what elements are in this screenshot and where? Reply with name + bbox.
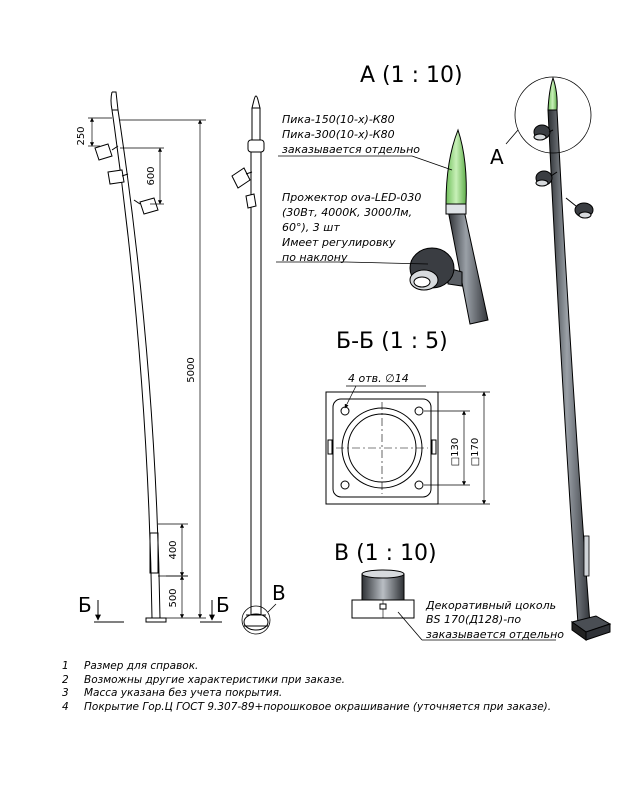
note-item: 1 Размер для справок. — [62, 660, 551, 674]
dim-holes — [344, 385, 426, 409]
detail-a-projector — [409, 247, 463, 291]
dim-250 — [88, 117, 112, 147]
note-text: Размер для справок. — [84, 660, 199, 672]
title-section-bb: Б-Б (1 : 5) — [336, 329, 448, 354]
detail-v-cokol — [351, 569, 415, 619]
iso-view-projector-3 — [565, 197, 594, 219]
note-number: 1 — [62, 660, 69, 672]
dim-600-text: 600 — [146, 166, 157, 185]
callout-projector-line-1: Прожектор ova-LED-030 — [282, 191, 421, 204]
iso-view-pole — [547, 76, 612, 641]
dim-130 — [424, 410, 470, 486]
front-view-projector-2 — [245, 193, 257, 209]
dim-130-text: □130 — [450, 438, 461, 467]
dim-600 — [120, 147, 164, 205]
section-bb-plate — [325, 391, 439, 505]
dim-250-text: 250 — [76, 126, 87, 145]
note-number: 3 — [62, 687, 69, 699]
callout-pika-line-2: Пика-300(10-х)-К80 — [282, 128, 395, 141]
marker-b-right: Б — [216, 593, 230, 617]
side-view-projector-2 — [107, 169, 129, 185]
callout-pika: Пика-150(10-х)-К80 Пика-300(10-х)-К80 за… — [278, 113, 453, 171]
dim-500 — [166, 575, 188, 619]
side-view-projector-3 — [133, 197, 159, 215]
callout-projector: Прожектор ova-LED-030 (30Вт, 4000К, 3000… — [276, 191, 429, 265]
dim-500-text: 500 — [168, 588, 179, 607]
callout-cokol-line-3: заказывается отдельно — [426, 628, 564, 641]
section-cut-line — [94, 600, 222, 623]
note-number: 4 — [62, 700, 69, 713]
note-item: 4 Покрытие Гор.Ц ГОСТ 9.307-89+порошковое… — [62, 701, 551, 715]
detail-a-leader — [505, 129, 519, 145]
dim-170 — [438, 391, 490, 505]
detail-a-pika — [445, 128, 467, 205]
front-view-pole — [243, 95, 269, 631]
iso-view-projector-2 — [535, 170, 558, 187]
detail-a-circle — [514, 76, 592, 154]
dim-170-text: □170 — [470, 438, 481, 467]
callout-cokol-line-1: Декоративный цоколь — [425, 599, 556, 612]
dim-400-text: 400 — [168, 540, 179, 559]
front-view-projector-1 — [231, 167, 253, 189]
notes-list: 1 Размер для справок. 2 Возможны другие ха… — [62, 660, 551, 714]
callout-projector-line-4: Имеет регулировку — [282, 236, 396, 249]
callout-projector-line-5: по наклону — [282, 251, 348, 264]
marker-a: А — [490, 145, 504, 169]
callout-pika-line-1: Пика-150(10-х)-К80 — [282, 113, 395, 126]
callout-cokol: Декоративный цоколь BS 170(Д128)-по зака… — [397, 599, 564, 641]
title-detail-a: А (1 : 10) — [360, 63, 463, 88]
detail-v-circle — [241, 605, 271, 635]
callout-cokol-line-2: BS 170(Д128)-по — [426, 613, 521, 626]
title-detail-v: В (1 : 10) — [334, 541, 437, 566]
marker-v: В — [272, 581, 286, 605]
dim-5000 — [120, 119, 206, 619]
iso-view-projector-1 — [533, 124, 554, 141]
dim-holes-text: 4 отв. ∅14 — [348, 372, 409, 385]
marker-b-left: Б — [78, 593, 92, 617]
note-number: 2 — [62, 673, 69, 686]
callout-pika-line-3: заказывается отдельно — [282, 143, 420, 156]
note-text: Масса указана без учета покрытия. — [84, 687, 283, 699]
detail-a-pole — [445, 203, 489, 325]
dim-5000-text: 5000 — [186, 357, 197, 382]
note-item: 3 Масса указана без учета покрытия. — [62, 687, 551, 701]
detail-v-leader — [267, 603, 277, 613]
side-view-projector-1 — [94, 143, 119, 161]
note-text: Возможны другие характеристики при заказ… — [84, 673, 346, 686]
callout-projector-line-2: (30Вт, 4000К, 3000Лм, — [282, 206, 412, 219]
note-text: Покрытие Гор.Ц ГОСТ 9.307-89+порошковое … — [84, 700, 552, 713]
note-item: 2 Возможны другие характеристики при зака… — [62, 674, 551, 688]
callout-projector-line-3: 60°), 3 шт — [282, 221, 340, 234]
